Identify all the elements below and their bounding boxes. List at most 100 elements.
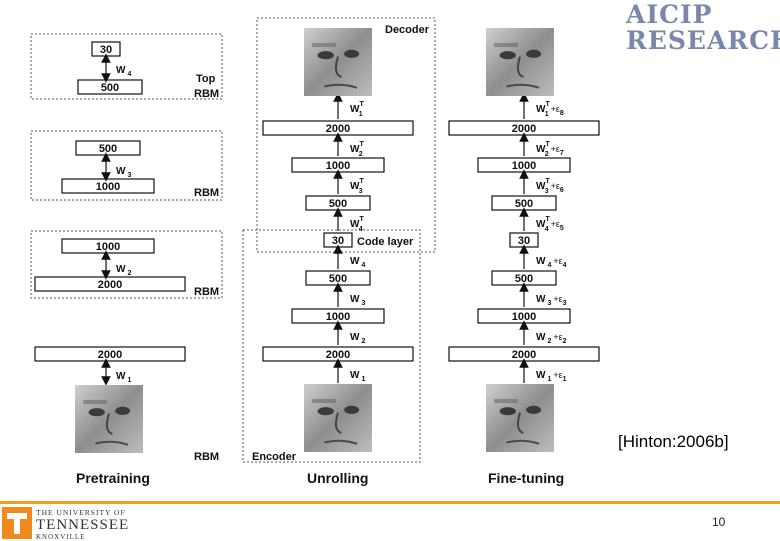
rbm2-top-layer-label: 1000 — [96, 241, 120, 253]
unrolling-face-top-brow — [312, 42, 336, 48]
aicip-research-logo: AICIP RESEARCH — [626, 0, 780, 56]
finetuning-face-top-bg — [486, 28, 554, 96]
encoder-box — [242, 229, 421, 463]
pretraining-face-eye-right — [115, 406, 131, 415]
citation: [Hinton:2006b] — [618, 432, 729, 451]
rbm1-top-layer-label: 2000 — [98, 349, 122, 361]
decoder-label: Decoder — [385, 24, 430, 36]
brand-line-1: AICIP — [626, 0, 713, 29]
unrolling-face-bottom-mouth — [324, 439, 358, 445]
finetuning-face-bottom — [486, 384, 554, 452]
finetuning-face-top — [486, 28, 554, 96]
university-line-3: KNOXVILLE — [36, 532, 86, 541]
unrolling-face-top-mouth — [324, 83, 358, 89]
finetuning-layer-1-label: 1000 — [512, 160, 536, 172]
unrolling-layer-3-label: 30 — [332, 235, 344, 247]
pretraining-face-mouth — [95, 440, 129, 446]
code-layer-label: Code layer — [357, 236, 414, 248]
university-line-2: TENNESSEE — [36, 516, 130, 533]
unrolling-face-bottom-bg — [304, 384, 372, 452]
university-wordmark: THE UNIVERSITY OF TENNESSEE KNOXVILLE — [36, 509, 129, 541]
finetuning-face-top-eye-left — [499, 51, 516, 60]
rbm3-bottom-layer-label: 1000 — [96, 181, 120, 193]
pretraining-face-eye-left — [88, 408, 105, 417]
unrolling-title: Unrolling — [307, 470, 369, 486]
finetuning-face-top-mouth — [506, 83, 540, 89]
unrolling-face-top-eye-left — [317, 51, 334, 60]
university-line-1: THE UNIVERSITY OF — [36, 508, 126, 517]
finetuning-face-top-brow — [494, 42, 518, 48]
pretraining-face — [75, 385, 143, 453]
finetuning-face-bottom-nose — [516, 412, 524, 434]
unrolling-face-top-eye-right — [344, 49, 360, 58]
finetuning-layer-4-label: 500 — [515, 273, 533, 285]
unrolling-layer-5-label: 1000 — [326, 311, 350, 323]
unrolling-layer-4-label: 500 — [329, 273, 347, 285]
finetuning-title: Fine-tuning — [488, 470, 565, 486]
rbm4-bottom-layer-label: 500 — [101, 82, 119, 94]
finetuning-face-bottom-brow — [494, 398, 518, 404]
top-rbm-label-2: RBM — [194, 88, 219, 100]
finetuning-face-bottom-bg — [486, 384, 554, 452]
encoder-label: Encoder — [252, 451, 297, 463]
decoder-box — [256, 17, 436, 253]
unrolling-face-bottom — [304, 384, 372, 452]
rbm3-top-layer-label: 500 — [99, 143, 117, 155]
pretraining-face-bg — [75, 385, 143, 453]
pretraining-face-brow — [83, 399, 107, 405]
unrolling-face-top — [304, 28, 372, 96]
unrolling-face-top-bg — [304, 28, 372, 96]
finetuning-layer-6-label: 2000 — [512, 349, 536, 361]
unrolling-face-bottom-eye-right — [344, 405, 360, 414]
finetuning-face-top-eye-right — [526, 49, 542, 58]
finetuning-layer-5-label: 1000 — [512, 311, 536, 323]
unrolling-layer-1-label: 1000 — [326, 160, 350, 172]
unrolling-face-top-nose — [334, 56, 342, 78]
rbm2-bottom-layer-label: 2000 — [98, 279, 122, 291]
rbm1-label: RBM — [194, 451, 219, 463]
unrolling-layer-2-label: 500 — [329, 198, 347, 210]
pretraining-title: Pretraining — [76, 470, 150, 486]
ut-power-t-icon — [2, 507, 32, 539]
finetuning-face-top-nose — [516, 56, 524, 78]
finetuning-face-bottom-mouth — [506, 439, 540, 445]
finetuning-face-bottom-eye-right — [526, 405, 542, 414]
finetuning-layer-2-label: 500 — [515, 198, 533, 210]
rbm3-label: RBM — [194, 187, 219, 199]
finetuning-layer-0-label: 2000 — [512, 123, 536, 135]
brand-line-2: RESEARCH — [626, 26, 780, 56]
pretraining-face-nose — [105, 413, 113, 435]
footer-divider — [0, 501, 780, 504]
finetuning-face-bottom-eye-left — [499, 407, 516, 416]
unrolling-face-bottom-brow — [312, 398, 336, 404]
rbm3-box — [30, 130, 223, 201]
top-rbm-label-1: Top — [196, 73, 216, 85]
unrolling-face-bottom-eye-left — [317, 407, 334, 416]
rbm2-label: RBM — [194, 286, 219, 298]
unrolling-face-bottom-nose — [334, 412, 342, 434]
page-number: 10 — [712, 515, 726, 529]
rbm4-top-layer-label: 30 — [100, 44, 112, 56]
unrolling-layer-6-label: 2000 — [326, 349, 350, 361]
rbm2-box — [30, 230, 223, 299]
unrolling-layer-0-label: 2000 — [326, 123, 350, 135]
